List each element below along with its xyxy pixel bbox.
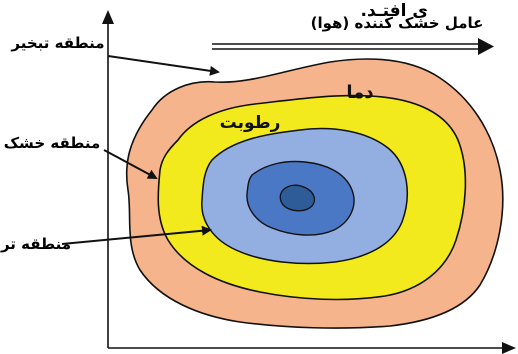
evaporation-zone-label: منطقه تبخیر xyxy=(10,34,104,52)
moisture-label: رطوبت xyxy=(220,113,281,133)
evaporation-zone-pointer xyxy=(108,56,218,72)
drying-agent-arrowhead xyxy=(478,38,494,55)
dry-zone-label: منطقه خشک xyxy=(4,134,101,152)
y-axis-arrowhead xyxy=(102,10,114,24)
temperature-label: دما xyxy=(346,82,373,103)
x-axis-arrowhead xyxy=(502,342,516,354)
drying-agent-label: عامل خشک کننده (هوا) xyxy=(311,14,484,32)
wet-zone-label: منطقه تر xyxy=(0,235,71,253)
